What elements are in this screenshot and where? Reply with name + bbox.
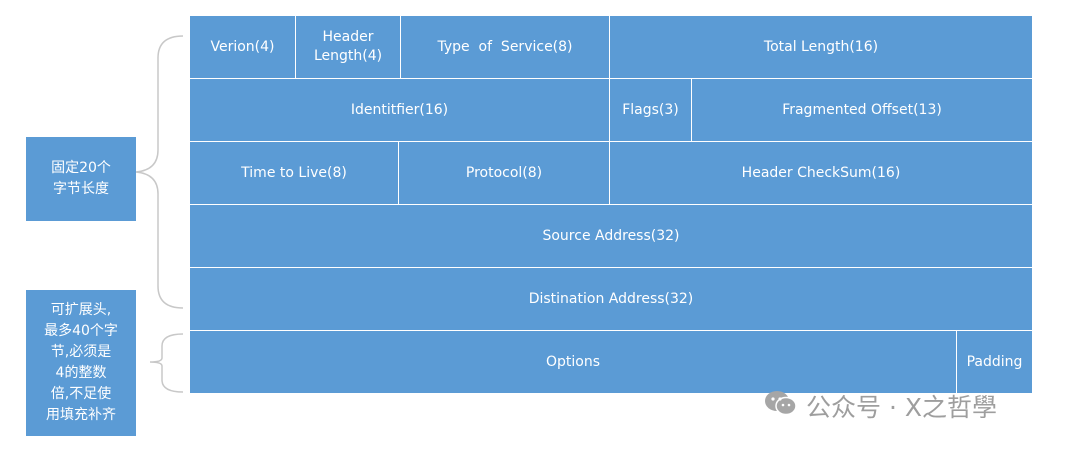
watermark: 公众号 · X之哲學 — [764, 388, 997, 424]
type-of-service-field-label: Type of Service(8) — [437, 38, 573, 55]
options-brace — [149, 333, 184, 393]
fixed-length-label-text: 固定20个 字节长度 — [51, 160, 111, 197]
padding-field-label: Padding — [966, 353, 1023, 370]
type-of-service-field: Type of Service(8) — [401, 16, 610, 79]
ttl-field-label: Time to Live(8) — [241, 164, 347, 181]
identifier-field: Identitfier(16) — [190, 79, 610, 142]
identifier-field-label: Identitfier(16) — [350, 101, 449, 118]
fragment-offset-field: Fragmented Offset(13) — [692, 79, 1033, 142]
wechat-icon — [764, 389, 798, 423]
destination-address-field-label: Distination Address(32) — [528, 290, 694, 307]
version-field-label: Verion(4) — [210, 38, 275, 55]
options-field: Options — [190, 331, 957, 394]
header-checksum-field-label: Header CheckSum(16) — [741, 164, 901, 181]
fragment-offset-field-label: Fragmented Offset(13) — [782, 101, 942, 118]
source-address-field: Source Address(32) — [190, 205, 1033, 268]
ttl-field: Time to Live(8) — [190, 142, 399, 205]
fixed-length-label: 固定20个 字节长度 — [26, 137, 136, 221]
destination-address-field: Distination Address(32) — [190, 268, 1033, 331]
header-checksum-field: Header CheckSum(16) — [610, 142, 1033, 205]
options-field-label: Options — [545, 353, 601, 370]
watermark-text: 公众号 · X之哲學 — [806, 393, 997, 422]
protocol-field-label: Protocol(8) — [465, 164, 543, 181]
total-length-field-label: Total Length(16) — [763, 38, 879, 55]
protocol-field: Protocol(8) — [399, 142, 610, 205]
extendable-options-label-text: 可扩展头, 最多40个字 节,必须是 4的整数 倍,不足使 用填充补齐 — [44, 302, 118, 423]
fixed-header-brace — [135, 35, 184, 309]
header-length-field-label: Header Length(4) — [313, 29, 383, 64]
extendable-options-label: 可扩展头, 最多40个字 节,必须是 4的整数 倍,不足使 用填充补齐 — [26, 290, 136, 436]
header-length-field: Header Length(4) — [296, 16, 401, 79]
flags-field-label: Flags(3) — [622, 101, 679, 118]
flags-field: Flags(3) — [610, 79, 692, 142]
version-field: Verion(4) — [190, 16, 296, 79]
total-length-field: Total Length(16) — [610, 16, 1033, 79]
padding-field: Padding — [957, 331, 1033, 394]
source-address-field-label: Source Address(32) — [542, 227, 680, 244]
